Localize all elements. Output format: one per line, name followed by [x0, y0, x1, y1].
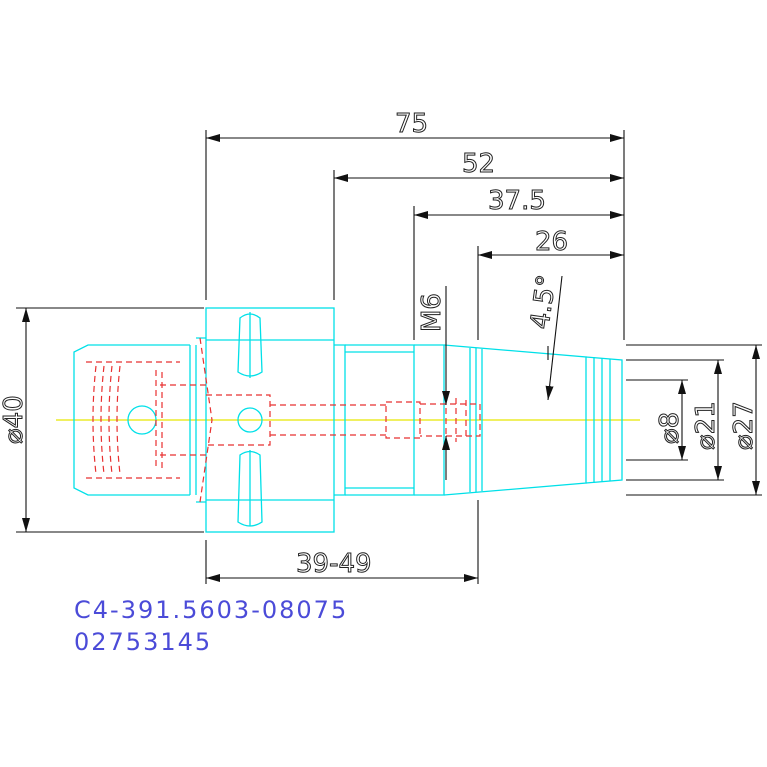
dim-52: 52: [462, 149, 495, 179]
dim-dia-21: ⌀21: [691, 401, 721, 450]
dim-39-49: 39-49: [296, 549, 372, 579]
part-code-label: C4-391.5603-08075: [74, 596, 349, 624]
dim-37-5: 37.5: [488, 186, 546, 216]
part-number-label: 02753145: [74, 628, 213, 656]
dim-dia-8: ⌀8: [655, 412, 685, 444]
hidden-lines: [86, 337, 481, 503]
dim-dia-27: ⌀27: [729, 401, 759, 450]
dimension-lines: [16, 130, 762, 584]
dim-26: 26: [535, 227, 568, 257]
dim-75: 75: [395, 109, 428, 139]
dim-angle: 4.5°: [525, 273, 562, 331]
dim-m6: M6: [417, 293, 447, 332]
dimension-texts: 75 52 37.5 26 39-49 M6 4.5° ⌀40 ⌀8 ⌀21 ⌀…: [0, 109, 760, 580]
dim-dia-40: ⌀40: [0, 395, 29, 444]
